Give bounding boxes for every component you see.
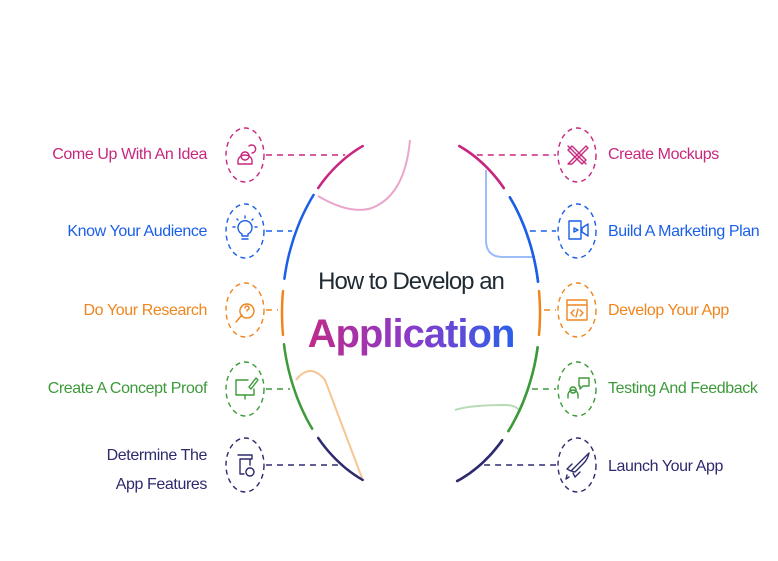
decorative-curve	[317, 139, 411, 211]
ring-segment-right-3	[537, 289, 542, 337]
step-marketing-plan: Build A Marketing Plan	[608, 223, 760, 240]
step-know-audience: Know Your Audience	[67, 223, 207, 240]
icon-node-launch	[557, 437, 597, 493]
icon-node-marketing	[557, 203, 597, 259]
icon-node-research	[225, 282, 265, 338]
ring-segment-right-2	[508, 196, 540, 283]
decorative-curve	[295, 370, 363, 479]
ring-segment-right-4	[507, 346, 539, 433]
users-icon	[237, 144, 257, 165]
rocket-icon	[565, 452, 590, 480]
step-app-features-line2: App Features	[115, 476, 208, 493]
dashed-icon-ring	[557, 282, 597, 338]
icon-node-features	[225, 437, 265, 493]
step-concept-proof: Create A Concept Proof	[47, 380, 208, 397]
feedback-icon	[567, 377, 590, 399]
step-testing-feedback: Testing And Feedback	[608, 380, 758, 397]
features-icon	[237, 454, 255, 477]
ring-segment-left-1	[316, 144, 364, 190]
lightbulb-icon	[232, 215, 258, 240]
step-launch-app: Launch Your App	[608, 458, 724, 475]
ring-segment-left-2	[283, 193, 315, 280]
title-line-1: How to Develop an	[318, 268, 505, 295]
step-create-mockups: Create Mockups	[608, 146, 719, 163]
ring-segment-left-5	[316, 436, 364, 482]
ring-segment-right-1	[458, 144, 506, 190]
dashed-icon-ring	[225, 282, 265, 338]
step-come-up-with-idea: Come Up With An Idea	[52, 146, 207, 163]
title-line-2: Application	[290, 312, 532, 357]
dashed-icon-ring	[225, 437, 265, 493]
marketing-icon	[568, 220, 589, 240]
icon-node-mockups	[557, 127, 597, 183]
concept-board-icon	[235, 377, 259, 400]
research-icon	[235, 303, 255, 323]
decorative-curve	[454, 403, 521, 413]
ring-segment-right-5	[455, 439, 504, 483]
icon-node-testing	[557, 361, 597, 417]
icon-node-develop	[557, 282, 597, 338]
decorative-curve	[485, 170, 535, 258]
dashed-icon-ring	[225, 361, 265, 417]
dashed-icon-ring	[225, 203, 265, 259]
ring-segment-right-1	[458, 144, 506, 190]
step-develop-app: Develop Your App	[608, 302, 729, 319]
code-window-icon	[566, 299, 588, 321]
ring-segment-left-3	[280, 289, 285, 337]
ring-segment-right-5	[455, 439, 504, 483]
step-research: Do Your Research	[83, 302, 208, 319]
icon-node-idea	[225, 127, 265, 183]
icon-node-audience	[225, 203, 265, 259]
dashed-icon-ring	[557, 361, 597, 417]
design-tools-icon	[567, 145, 589, 165]
icon-node-concept	[225, 361, 265, 417]
step-app-features-line1: Determine The	[106, 447, 208, 464]
ring-segment-left-4	[282, 343, 314, 430]
